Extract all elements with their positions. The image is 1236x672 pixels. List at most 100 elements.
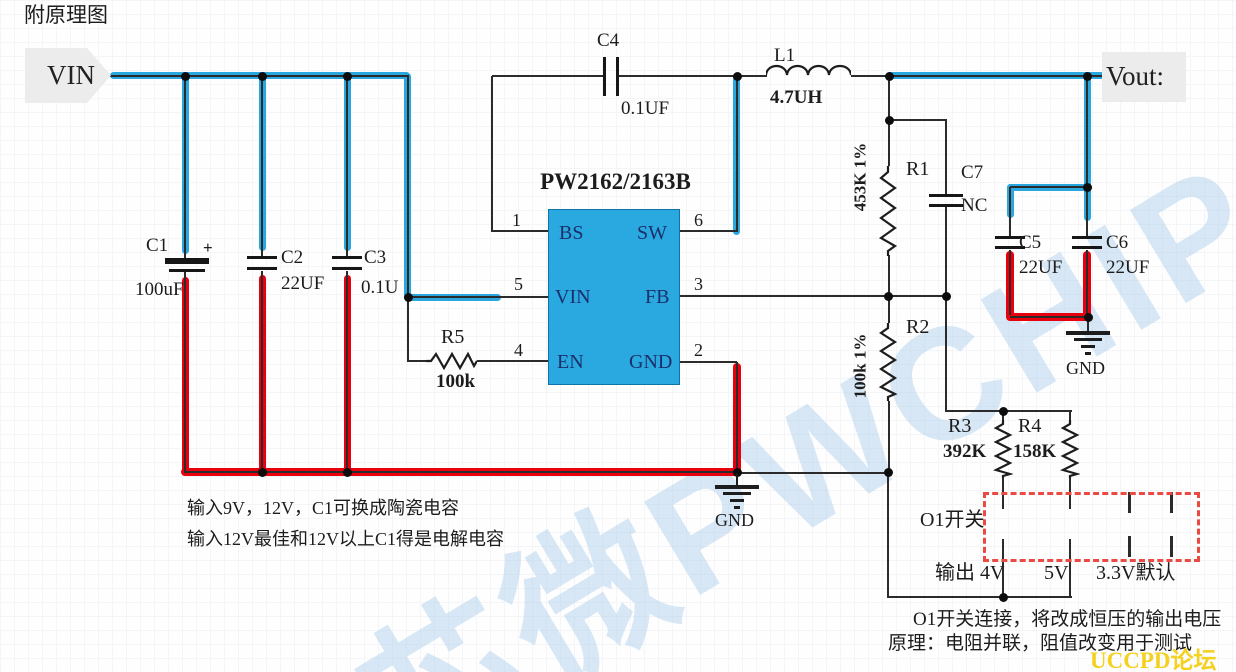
wire-segment (1128, 492, 1131, 513)
ic-pin-gnd-label: GND (629, 351, 673, 373)
capacitor-plate (169, 269, 205, 272)
wire-segment (736, 76, 738, 232)
wire-segment (1170, 492, 1173, 513)
wire-segment (945, 207, 947, 297)
note-switch-2: 原理：电阻并联，阻值改变用于测试 (888, 633, 1193, 654)
c2-value: 22UF (281, 273, 325, 294)
r5-value: 100k (436, 371, 476, 392)
ic-name: PW2162/2163B (540, 169, 691, 194)
junction-dot (883, 467, 893, 477)
note-switch-1: O1开关连接，将改成恒压的输出电压 (913, 609, 1222, 630)
note-input-1: 输入9V，12V，C1可换成陶瓷电容 (187, 498, 460, 518)
r2-ref: R2 (906, 316, 930, 338)
wire-segment (492, 75, 605, 77)
junction-dot (732, 467, 742, 477)
r4-ref: R4 (1018, 415, 1042, 437)
wire-segment (491, 230, 548, 232)
ic-pin2-number: 2 (694, 340, 703, 360)
junction-dot (1082, 182, 1092, 192)
page-title: 附原理图 (24, 3, 108, 27)
o1-switch-box[interactable] (983, 492, 1200, 562)
capacitor-plate (929, 194, 963, 197)
ic-pin6-number: 6 (694, 210, 703, 230)
wire-segment (407, 297, 409, 362)
wire-segment (185, 471, 738, 473)
ic-pin-en-label: EN (557, 351, 584, 373)
r2-resistor-symbol (878, 323, 898, 401)
wire-segment (945, 120, 947, 196)
forum-watermark: UCCPD论坛 (1090, 648, 1217, 672)
wire-segment (736, 362, 738, 473)
wire-segment (1170, 536, 1173, 557)
ground-symbol-bar (1074, 338, 1102, 341)
ground-symbol-bar (1081, 345, 1095, 348)
wire-segment (887, 596, 1072, 598)
junction-dot (403, 292, 413, 302)
ic-pin3-number: 3 (694, 274, 703, 294)
c3-ref: C3 (364, 247, 387, 268)
wire-segment (184, 76, 186, 258)
junction-dot (342, 467, 352, 477)
junction-dot (883, 291, 893, 301)
ic-body (548, 209, 680, 385)
wire-segment (678, 295, 947, 297)
r5-ref: R5 (441, 326, 465, 348)
c1-ref: C1 (146, 235, 169, 256)
wire-segment (888, 75, 1111, 77)
wire-segment (1087, 317, 1089, 333)
wire-segment (737, 472, 889, 474)
wire-segment (1086, 188, 1088, 238)
capacitor-plate (247, 267, 277, 270)
junction-dot (257, 467, 267, 477)
junction-dot (732, 71, 742, 81)
r4-value: 158K (1013, 441, 1057, 462)
junction-dot (1083, 312, 1093, 322)
wire-segment (477, 360, 548, 362)
wire-segment (888, 120, 890, 166)
ic-pin5-number: 5 (514, 274, 523, 294)
junction-dot (941, 291, 951, 301)
c7-ref: C7 (961, 162, 984, 183)
junction-dot (180, 71, 190, 81)
wire-segment (407, 76, 409, 299)
ic-pin-sw-label: SW (637, 222, 667, 244)
capacitor-plate (165, 258, 209, 264)
output-33v-label: 3.3V默认 (1096, 562, 1176, 584)
junction-dot (998, 592, 1008, 602)
wire-segment (1009, 187, 1011, 238)
l1-inductor-symbol (766, 64, 851, 76)
wire-segment (738, 75, 767, 77)
wire-segment (1128, 536, 1131, 557)
r4-resistor-symbol (1060, 420, 1080, 478)
wire-segment (1069, 411, 1071, 421)
wire-segment (888, 297, 890, 323)
wire-segment (945, 296, 947, 412)
wire-segment (261, 76, 263, 257)
capacitor-plate (616, 57, 619, 96)
r3-resistor-symbol (993, 420, 1013, 478)
capacitor-plate (995, 246, 1025, 249)
r1-ref: R1 (906, 158, 930, 180)
note-input-2: 输入12V最佳和12V以上C1得是电解电容 (187, 529, 505, 549)
wire-segment (184, 272, 186, 473)
l1-ref: L1 (774, 45, 796, 66)
vout-port: Vout: (1102, 52, 1186, 102)
wire-segment (346, 76, 348, 257)
c1-polarity: + (203, 238, 213, 257)
junction-dot (257, 71, 267, 81)
wire-segment (1086, 250, 1088, 315)
vin-port: VIN (25, 48, 111, 103)
c3-value: 0.1U (361, 277, 399, 298)
junction-dot (1082, 71, 1092, 81)
r1-resistor-symbol (878, 166, 898, 256)
output-5v-label: 5V (1044, 562, 1069, 584)
ic-pin-fb-label: FB (645, 286, 670, 308)
wire-segment (491, 76, 493, 232)
c6-ref: C6 (1106, 232, 1129, 253)
wire-segment (1010, 316, 1088, 318)
ic-pin-bs-label: BS (559, 222, 584, 244)
ic-pin1-number: 1 (512, 210, 521, 230)
ground-symbol-bar (1085, 352, 1091, 355)
wire-segment (1069, 539, 1071, 598)
wire-segment (261, 271, 263, 473)
